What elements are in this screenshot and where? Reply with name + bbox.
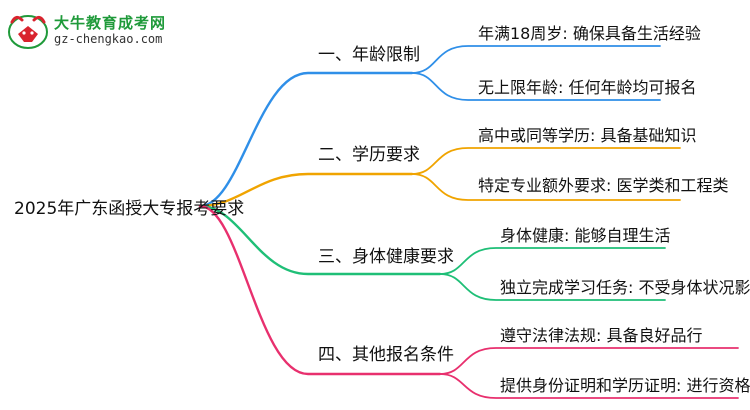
leaf-connector <box>411 173 681 201</box>
leaf-connector <box>411 72 661 101</box>
leaf-connector <box>439 247 666 275</box>
leaf-item: 遵守法律法规: 具备良好品行 <box>500 326 703 345</box>
leaf-item: 独立完成学习任务: 不受身体状况影响 <box>500 278 750 297</box>
branch-other: 四、其他报名条件 <box>318 345 454 365</box>
branch-connector <box>198 204 442 276</box>
leaf-item: 身体健康: 能够自理生活 <box>500 226 671 245</box>
branch-education: 二、学历要求 <box>318 145 420 165</box>
branch-health: 三、身体健康要求 <box>318 247 454 267</box>
leaf-connector <box>411 147 681 175</box>
logo-url: gz-chengkao.com <box>54 32 163 46</box>
leaf-item: 年满18周岁: 确保具备生活经验 <box>478 24 701 43</box>
leaf-item: 特定专业额外要求: 医学类和工程类 <box>478 176 729 195</box>
logo-title: 大牛教育成考网 <box>54 14 167 32</box>
leaf-connector <box>411 45 661 74</box>
branch-connector <box>198 172 414 208</box>
leaf-item: 提供身份证明和学历证明: 进行资格审核 <box>500 376 750 395</box>
branch-connector <box>198 71 414 208</box>
ox-head-logo-icon <box>8 15 48 49</box>
site-logo[interactable]: 大牛教育成考网 gz-chengkao.com <box>6 10 176 52</box>
leaf-connector <box>439 373 739 399</box>
branch-age-limit: 一、年龄限制 <box>318 45 420 65</box>
leaf-item: 无上限年龄: 任何年龄均可报名 <box>478 78 697 97</box>
root-node: 2025年广东函授大专报考要求 <box>14 199 245 219</box>
leaf-connector <box>439 273 666 301</box>
branch-connector <box>198 204 442 376</box>
leaf-connector <box>439 347 739 375</box>
leaf-item: 高中或同等学历: 具备基础知识 <box>478 126 697 145</box>
